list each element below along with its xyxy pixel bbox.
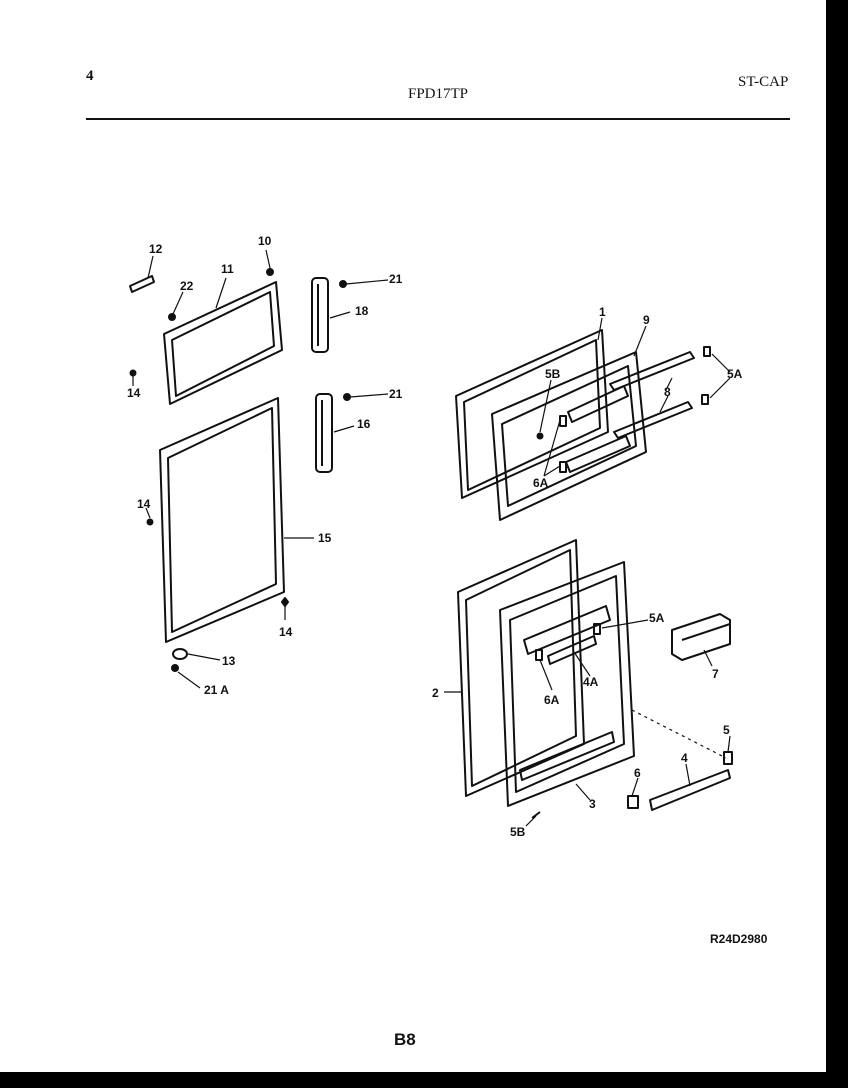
part-13-door-stop-icon	[172, 648, 188, 660]
part-12-trim	[129, 275, 155, 293]
part-14-screw-icon	[146, 518, 154, 526]
part-1-freezer-gasket	[455, 329, 609, 499]
part-21-screw-icon	[343, 393, 351, 401]
category-code: ST-CAP	[738, 74, 789, 90]
callout-9: 9	[643, 313, 650, 327]
callout-16: 16	[357, 417, 371, 431]
callout-14: 14	[137, 497, 151, 511]
callout-1: 1	[599, 305, 606, 319]
part-21a-screw-icon	[171, 664, 179, 672]
part-8-shelf-rails	[609, 351, 695, 439]
part-15-fresh-food-gasket	[159, 397, 285, 643]
callout-14: 14	[127, 386, 141, 400]
part-9-freezer-liner	[491, 351, 647, 521]
callout-5b: 5B	[510, 825, 526, 839]
callout-5a: 5A	[649, 611, 665, 625]
part-5a-clip-icon	[703, 346, 711, 357]
callout-labels: 12 10 11 22 21 18 14 21 16 14 15 14 13 2…	[127, 234, 743, 839]
part-11-freezer-gasket	[163, 281, 283, 405]
callout-4: 4	[681, 751, 688, 765]
part-5b-screw-icon	[531, 811, 541, 819]
callout-5a: 5A	[727, 367, 743, 381]
callout-11: 11	[221, 262, 234, 276]
callout-5b: 5B	[545, 367, 561, 381]
part-22-screw-icon	[168, 313, 176, 321]
callout-2: 2	[432, 686, 439, 700]
part-5b-screw-icon	[536, 432, 544, 440]
part-6a-clip-icon	[535, 649, 543, 661]
callout-6a: 6A	[544, 693, 560, 707]
part-4-shelf-bar	[649, 769, 731, 811]
callout-4a: 4A	[583, 675, 599, 689]
part-3-fresh-food-liner	[499, 561, 635, 807]
part-14-screw-icon	[129, 369, 137, 377]
callout-8: 8	[664, 385, 671, 399]
part-5a-clip-icon	[593, 623, 601, 635]
part-14-screw-icon	[281, 597, 289, 607]
callout-14: 14	[279, 625, 293, 639]
callout-21: 21	[389, 272, 403, 286]
part-6-clip-icon	[627, 795, 639, 809]
part-5-clip-icon	[723, 751, 733, 765]
part-21-screw-icon	[339, 280, 347, 288]
part-10-screw-icon	[266, 268, 274, 276]
part-2-fresh-food-gasket	[457, 539, 585, 797]
part-18-handle	[311, 277, 329, 353]
callout-10: 10	[258, 234, 272, 248]
part-16-handle	[315, 393, 333, 473]
leader-lines	[132, 249, 731, 827]
part-5a-clip-icon	[701, 394, 709, 405]
callout-18: 18	[355, 304, 369, 318]
page-code: B8	[394, 1030, 416, 1049]
exploded-view-drawing: 12 10 11 22 21 18 14 21 16 14 15 14 13 2…	[127, 234, 743, 839]
callout-21a: 21 A	[204, 683, 229, 697]
page-number: 4	[86, 68, 94, 84]
callout-7: 7	[712, 667, 719, 681]
callout-3: 3	[589, 797, 596, 811]
callout-15: 15	[318, 531, 332, 545]
callout-6: 6	[634, 766, 641, 780]
part-7-dairy-bin	[671, 613, 731, 661]
callout-6a: 6A	[533, 476, 549, 490]
callout-22: 22	[180, 279, 194, 293]
part-6a-clip-icon	[559, 415, 567, 427]
callout-12: 12	[149, 242, 163, 256]
part-6a-clip-icon	[559, 461, 567, 473]
parts-diagram-sheet: 4 FPD17TP ST-CAP	[0, 0, 826, 1072]
callout-13: 13	[222, 654, 236, 668]
part-4a-shelf-rail	[547, 635, 597, 665]
callout-5: 5	[723, 723, 730, 737]
model-number: FPD17TP	[408, 86, 469, 102]
callout-21: 21	[389, 387, 403, 401]
header-rule	[86, 118, 790, 120]
drawing-id: R24D2980	[710, 932, 768, 946]
